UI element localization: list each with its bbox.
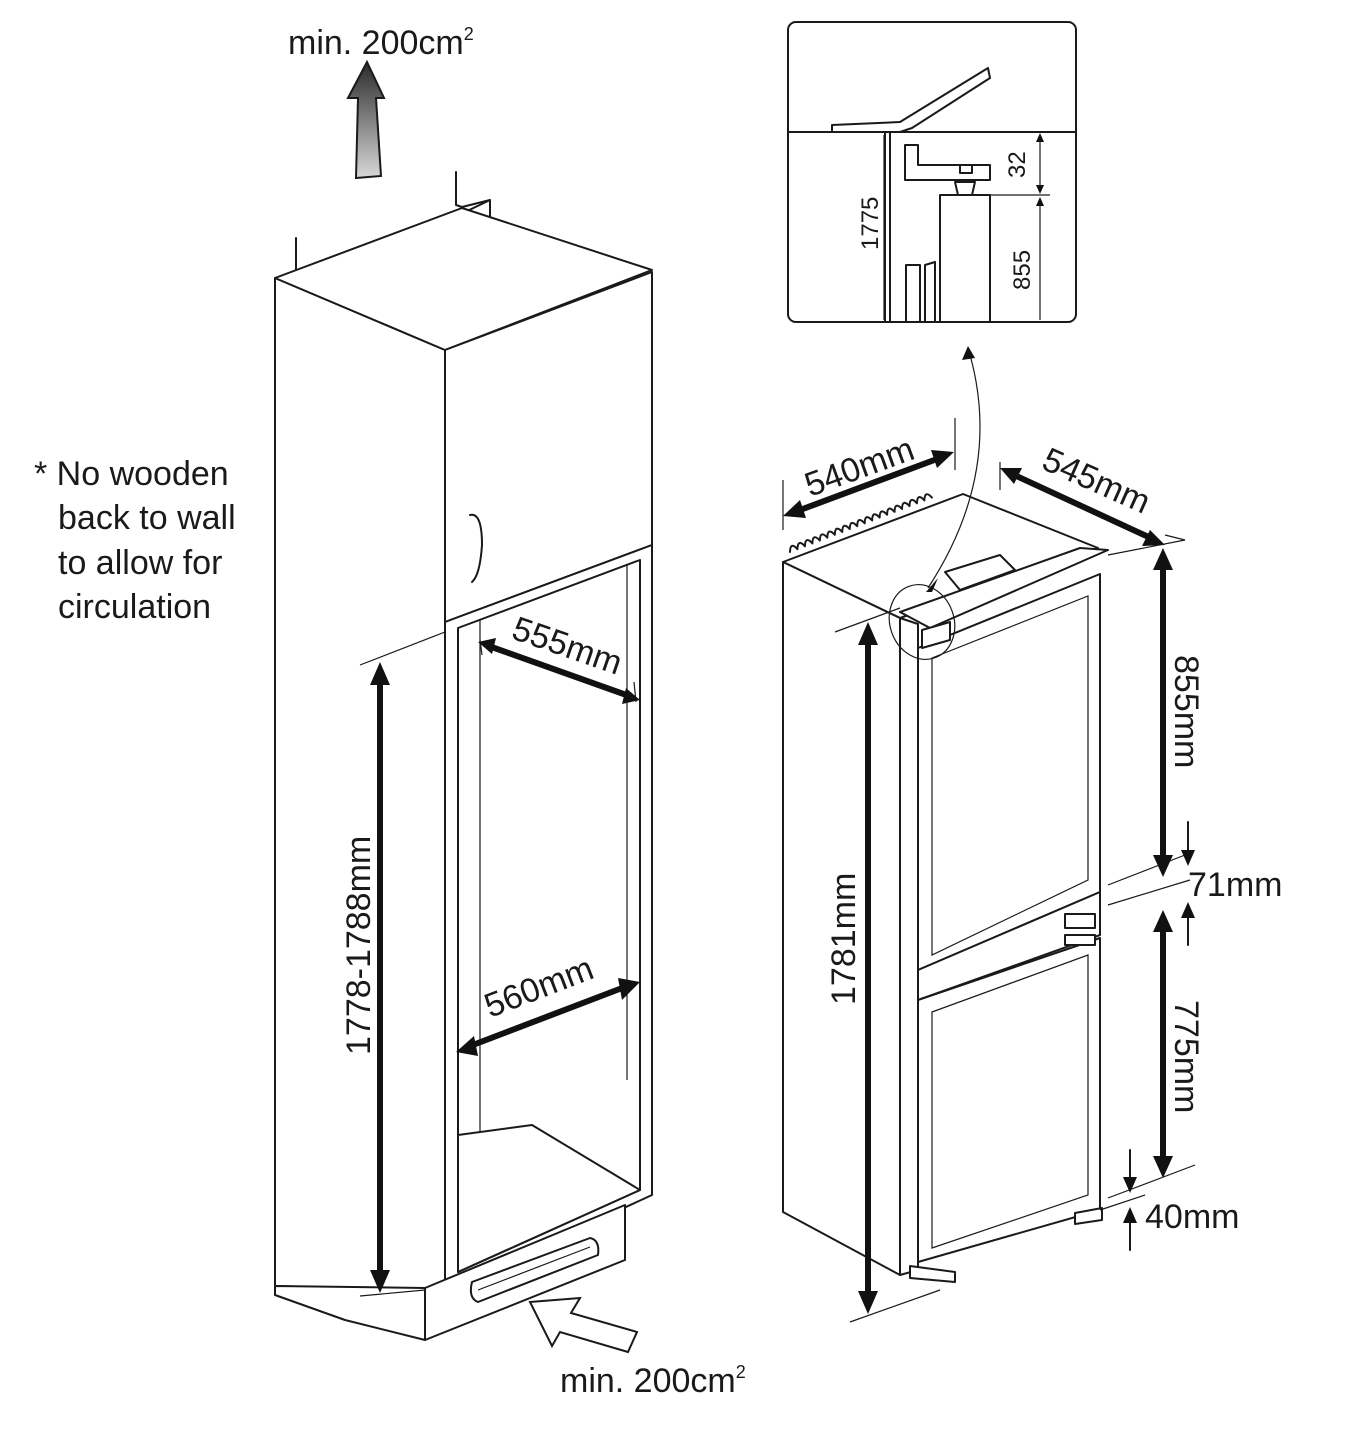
fridge-width-label: 540mm — [800, 430, 920, 504]
upper-door-label: 855mm — [1167, 655, 1205, 768]
fridge-height-label: 1781mm — [825, 873, 863, 1005]
note-line: circulation — [58, 588, 211, 626]
bottom-vent-label: min. 200cm2 — [560, 1362, 746, 1400]
inset-gap-label: 32 — [1004, 151, 1031, 178]
bottom-vent-arrow-icon — [528, 1296, 639, 1354]
door-gap-label: 71mm — [1188, 866, 1282, 904]
detail-inset: 32 855 1775 — [787, 21, 1077, 323]
fridge-appliance — [782, 346, 1109, 1283]
note-line: * No wooden — [34, 455, 229, 493]
fridge-depth-label: 545mm — [1037, 441, 1156, 522]
bottom-gap-label: 40mm — [1145, 1198, 1239, 1236]
top-vent-arrow-icon — [346, 59, 386, 180]
cabinet-housing — [274, 171, 653, 1341]
lower-door-label: 775mm — [1167, 1000, 1205, 1113]
niche-height-label: 1778-1788mm — [340, 836, 378, 1055]
note-line: back to wall — [58, 499, 236, 537]
inset-door-label: 855 — [1009, 250, 1036, 290]
note-line: to allow for — [58, 544, 222, 582]
ventilation-note: * No wooden back to wall to allow for ci… — [34, 455, 236, 626]
top-vent-label: min. 200cm2 — [288, 24, 474, 62]
inset-height-label: 1775 — [857, 197, 884, 250]
